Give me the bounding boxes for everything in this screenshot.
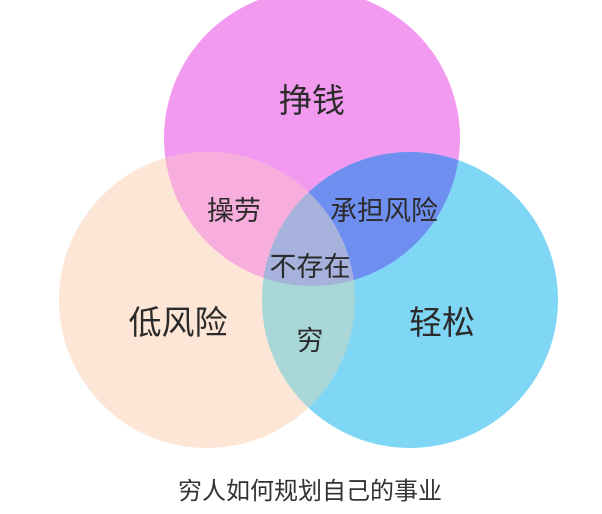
label-top-left: 操劳: [207, 196, 261, 227]
overlap-top-left: [164, 152, 355, 286]
label-center: 不存在: [270, 252, 351, 283]
label-right: 轻松: [409, 303, 475, 342]
label-left-right: 穷: [297, 326, 324, 357]
label-left: 低风险: [129, 303, 228, 342]
label-top: 挣钱: [279, 81, 345, 120]
caption: 穷人如何规划自己的事业: [178, 477, 442, 505]
overlap-top-right: [262, 152, 460, 286]
label-top-right: 承担风险: [330, 196, 438, 227]
